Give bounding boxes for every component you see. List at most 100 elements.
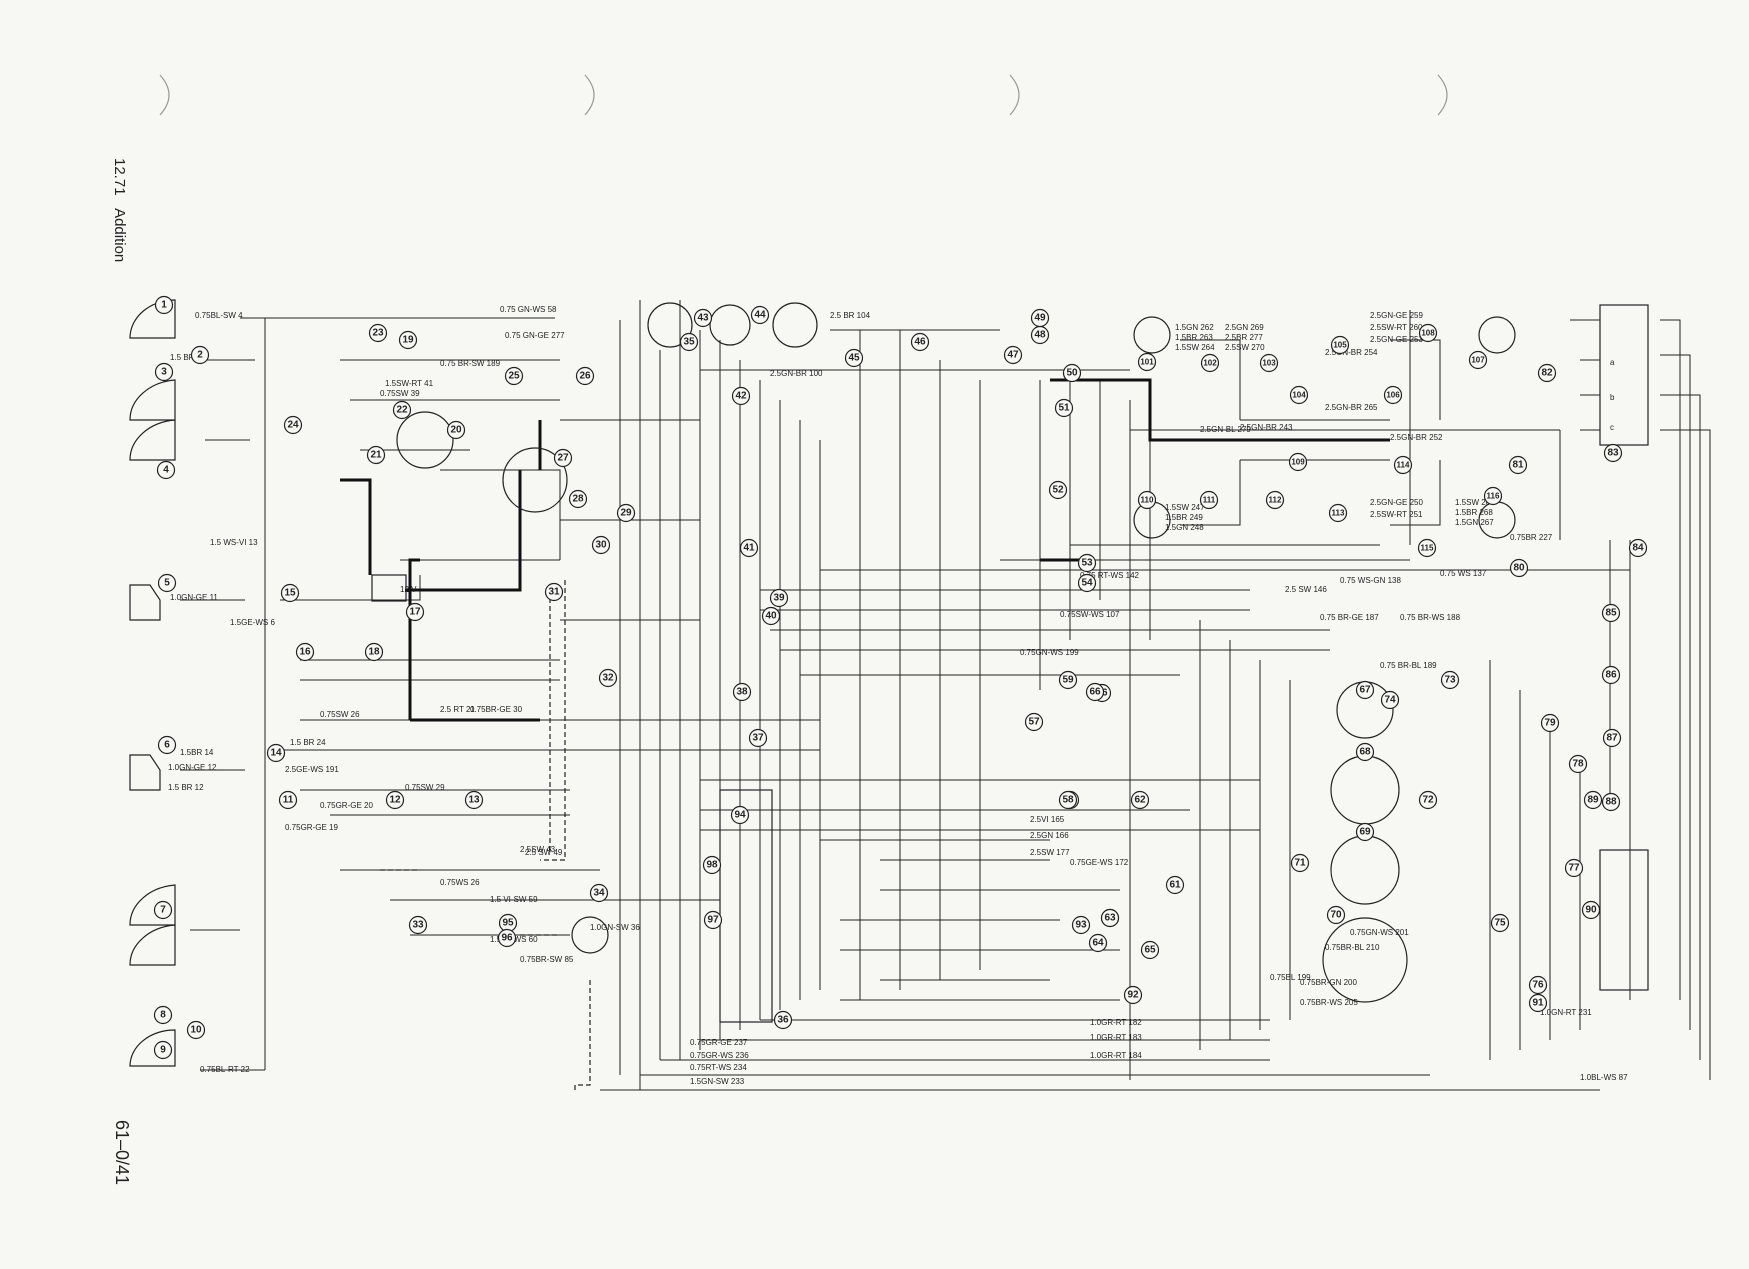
component-number: 33: [412, 920, 424, 931]
battery-shape: [371, 574, 407, 602]
component-11: 11: [278, 790, 298, 810]
component-marker: [739, 538, 759, 558]
component-18: 18: [364, 642, 384, 662]
wire-label-right: 1.0BL-WS 87: [1580, 1073, 1628, 1082]
component-number: 16: [299, 647, 311, 658]
component-106: 106: [1383, 385, 1403, 405]
wire-labels: 0.75BL-SW 41.5 BR 101.0GN-GE 111.5 BR 12…: [168, 305, 1628, 1086]
component-marker: [1259, 353, 1279, 373]
wire: [280, 575, 421, 601]
component-number: 96: [501, 933, 513, 944]
component-3: 3: [154, 362, 174, 382]
component-marker: [544, 582, 564, 602]
component-36: 36: [773, 1010, 793, 1030]
component-16: 16: [295, 642, 315, 662]
wire-label-center: 0.75GR-GE 237: [690, 1038, 748, 1047]
component-marker: [1483, 486, 1503, 506]
component-78: 78: [1568, 754, 1588, 774]
component-31: 31: [544, 582, 564, 602]
component-87: 87: [1602, 728, 1622, 748]
component-marker: [1199, 490, 1219, 510]
component-92: 92: [1123, 985, 1143, 1005]
wire: [1390, 339, 1441, 420]
component-marker: [1140, 940, 1160, 960]
switch-terminals: abc: [1610, 358, 1615, 432]
component-43: 43: [693, 308, 713, 328]
component-marker: [156, 460, 176, 480]
component-marker: [1418, 790, 1438, 810]
component-24: 24: [283, 415, 303, 435]
wire: [240, 317, 266, 1070]
component-107: 107: [1468, 350, 1488, 370]
wire-label-right: 0.75GE-WS 172: [1070, 858, 1129, 867]
component-marker: [1383, 385, 1403, 405]
component-marker: [190, 345, 210, 365]
component-marker: [1024, 712, 1044, 732]
component-marker: [1048, 480, 1068, 500]
component-marker: [553, 448, 573, 468]
wire-label-right: 0.75BR-WS 205: [1300, 998, 1358, 1007]
component-114: 114: [1393, 455, 1413, 475]
component-marker: [1326, 905, 1346, 925]
component-number: 109: [1291, 458, 1305, 467]
component-number: 25: [508, 371, 520, 382]
wire: [1180, 339, 1241, 420]
wire-label-center: 2.5GN-BR 100: [770, 369, 823, 378]
component-number: 51: [1058, 403, 1070, 414]
terminal-letter: c: [1610, 423, 1614, 432]
component-marker: [1568, 754, 1588, 774]
wire-label-right: 0.75SW-WS 107: [1060, 610, 1120, 619]
component-number: 52: [1052, 485, 1064, 496]
component-marker: [748, 728, 768, 748]
gauge-shape: [1330, 755, 1400, 825]
component-marker: [154, 295, 174, 315]
component-85: 85: [1601, 603, 1621, 623]
power-cable: [408, 558, 420, 720]
component-number: 2: [197, 350, 203, 361]
component-marker: [1508, 455, 1528, 475]
component-86: 86: [1601, 665, 1621, 685]
component-number: 10: [190, 1025, 202, 1036]
component-number: 5: [164, 578, 170, 589]
component-number: 76: [1532, 980, 1544, 991]
wire: [1390, 460, 1441, 526]
binder-hole-marks: [159, 74, 1448, 116]
wire-label-center: 1.5SW-RT 41: [385, 379, 434, 388]
component-number: 44: [754, 310, 766, 321]
wire-label-right: 0.75 WS-GN 138: [1340, 576, 1401, 585]
component-marker: [464, 790, 484, 810]
component-number: 105: [1333, 341, 1347, 350]
component-marker: [1417, 538, 1437, 558]
component-64: 64: [1088, 933, 1108, 953]
component-4: 4: [156, 460, 176, 480]
component-marker: [1130, 790, 1150, 810]
component-number: 107: [1471, 356, 1485, 365]
component-marker: [283, 415, 303, 435]
wire-label-top-right: 1.5GN 267: [1455, 518, 1494, 527]
component-number: 86: [1605, 670, 1617, 681]
component-marker: [1077, 573, 1097, 593]
component-57: 57: [1024, 712, 1044, 732]
component-81: 81: [1508, 455, 1528, 475]
component-number: 74: [1384, 695, 1396, 706]
component-number: 62: [1134, 795, 1146, 806]
component-19: 19: [398, 330, 418, 350]
component-17: 17: [405, 602, 425, 622]
component-44: 44: [750, 305, 770, 325]
wire-label-center: 0.75WS 26: [440, 878, 480, 887]
component-41: 41: [739, 538, 759, 558]
component-8: 8: [153, 1005, 173, 1025]
wire-label-top-right: 1.5GN 262: [1175, 323, 1214, 332]
headlamp-shape: [129, 924, 176, 966]
wire-label-center: 1.5 VI-SW 59: [490, 895, 538, 904]
component-72: 72: [1418, 790, 1438, 810]
component-40: 40: [761, 606, 781, 626]
component-number: 19: [402, 335, 414, 346]
component-marker: [1581, 900, 1601, 920]
wire-label-top-right: 1.5SW 266: [1455, 498, 1495, 507]
component-marker: [575, 366, 595, 386]
component-number: 82: [1541, 368, 1553, 379]
wire-label-center: 0.75BR-SW 85: [520, 955, 574, 964]
dashed-wires: [380, 580, 591, 1090]
component-number: 6: [164, 740, 170, 751]
